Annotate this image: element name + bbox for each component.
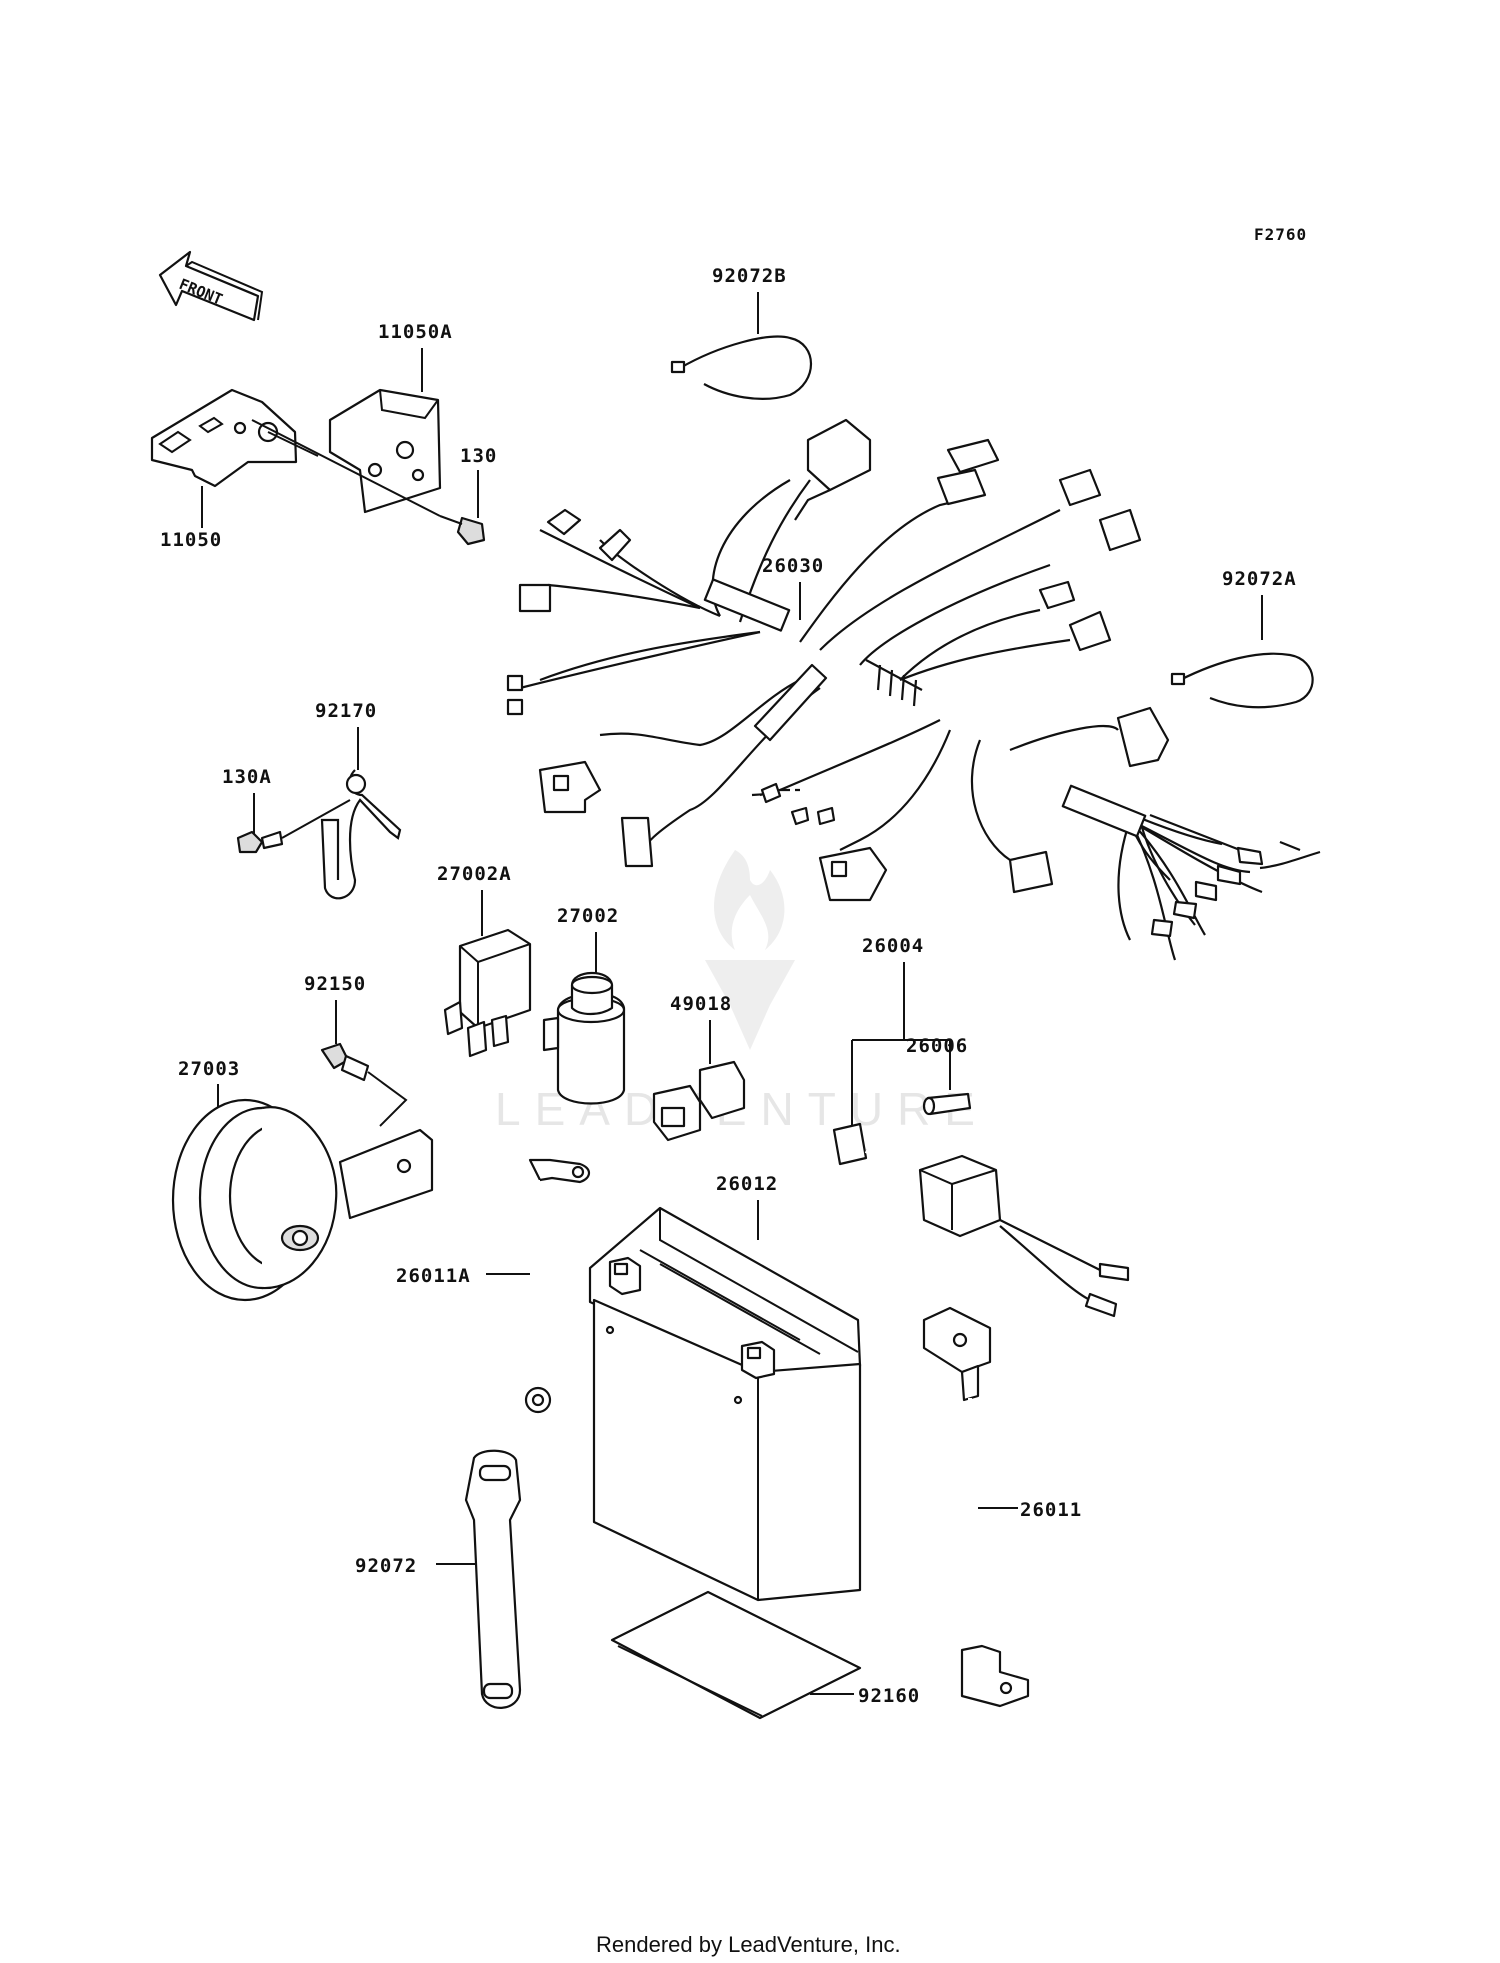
leader-26004 bbox=[851, 962, 951, 1130]
strap-92072-drawing bbox=[464, 1449, 522, 1709]
callout-27003: 27003 bbox=[178, 1058, 240, 1080]
fuse-26006-drawing bbox=[922, 1092, 972, 1116]
callout-27002: 27002 bbox=[557, 905, 619, 927]
clip-92170-drawing bbox=[320, 769, 402, 900]
pad-92160-drawing bbox=[610, 1590, 862, 1720]
callout-92160: 92160 bbox=[858, 1685, 920, 1707]
callout-26011: 26011 bbox=[1020, 1499, 1082, 1521]
callout-26004: 26004 bbox=[862, 935, 924, 957]
fuse-holder-26004-drawing bbox=[832, 1122, 1130, 1318]
callout-26006: 26006 bbox=[906, 1035, 968, 1057]
callout-27002a: 27002A bbox=[437, 863, 512, 885]
flasher-27002-drawing bbox=[542, 971, 626, 1105]
bracket-11050-drawing bbox=[150, 388, 298, 488]
callout-11050a: 11050A bbox=[378, 321, 453, 343]
callout-92150: 92150 bbox=[304, 973, 366, 995]
callout-26030: 26030 bbox=[762, 555, 824, 577]
cable-26011-drawing bbox=[922, 1306, 1030, 1708]
callout-92170: 92170 bbox=[315, 700, 377, 722]
bolt-92150-drawing bbox=[320, 1042, 408, 1127]
footer-credit: Rendered by LeadVenture, Inc. bbox=[596, 1932, 901, 1957]
relay-27002a-drawing bbox=[443, 928, 532, 1058]
callout-92072: 92072 bbox=[355, 1555, 417, 1577]
callout-92072b: 92072B bbox=[712, 265, 787, 287]
callout-11050: 11050 bbox=[160, 529, 222, 551]
callout-130: 130 bbox=[460, 445, 497, 467]
bracket-11050a-drawing bbox=[251, 388, 442, 517]
front-arrow-icon: FRONT bbox=[158, 250, 264, 322]
callout-26012: 26012 bbox=[716, 1173, 778, 1195]
callout-26011a: 26011A bbox=[396, 1265, 471, 1287]
connector-49018-drawing bbox=[652, 1060, 746, 1142]
watermark-logo bbox=[705, 850, 795, 1050]
battery-26012-drawing bbox=[588, 1206, 862, 1602]
band-92072b-drawing bbox=[670, 335, 813, 400]
callout-49018: 49018 bbox=[670, 993, 732, 1015]
band-92072a-drawing bbox=[1170, 652, 1314, 709]
wire-harness-26030-drawing bbox=[506, 418, 1321, 961]
bolt-130-drawing bbox=[439, 515, 486, 546]
bolt-130a-drawing bbox=[236, 799, 351, 854]
callout-92072a: 92072A bbox=[1222, 568, 1297, 590]
figure-code: F2760 bbox=[1254, 225, 1307, 244]
callout-130a: 130A bbox=[222, 766, 272, 788]
horn-27003-drawing bbox=[171, 1098, 434, 1302]
cable-26011a-drawing bbox=[524, 1158, 591, 1414]
